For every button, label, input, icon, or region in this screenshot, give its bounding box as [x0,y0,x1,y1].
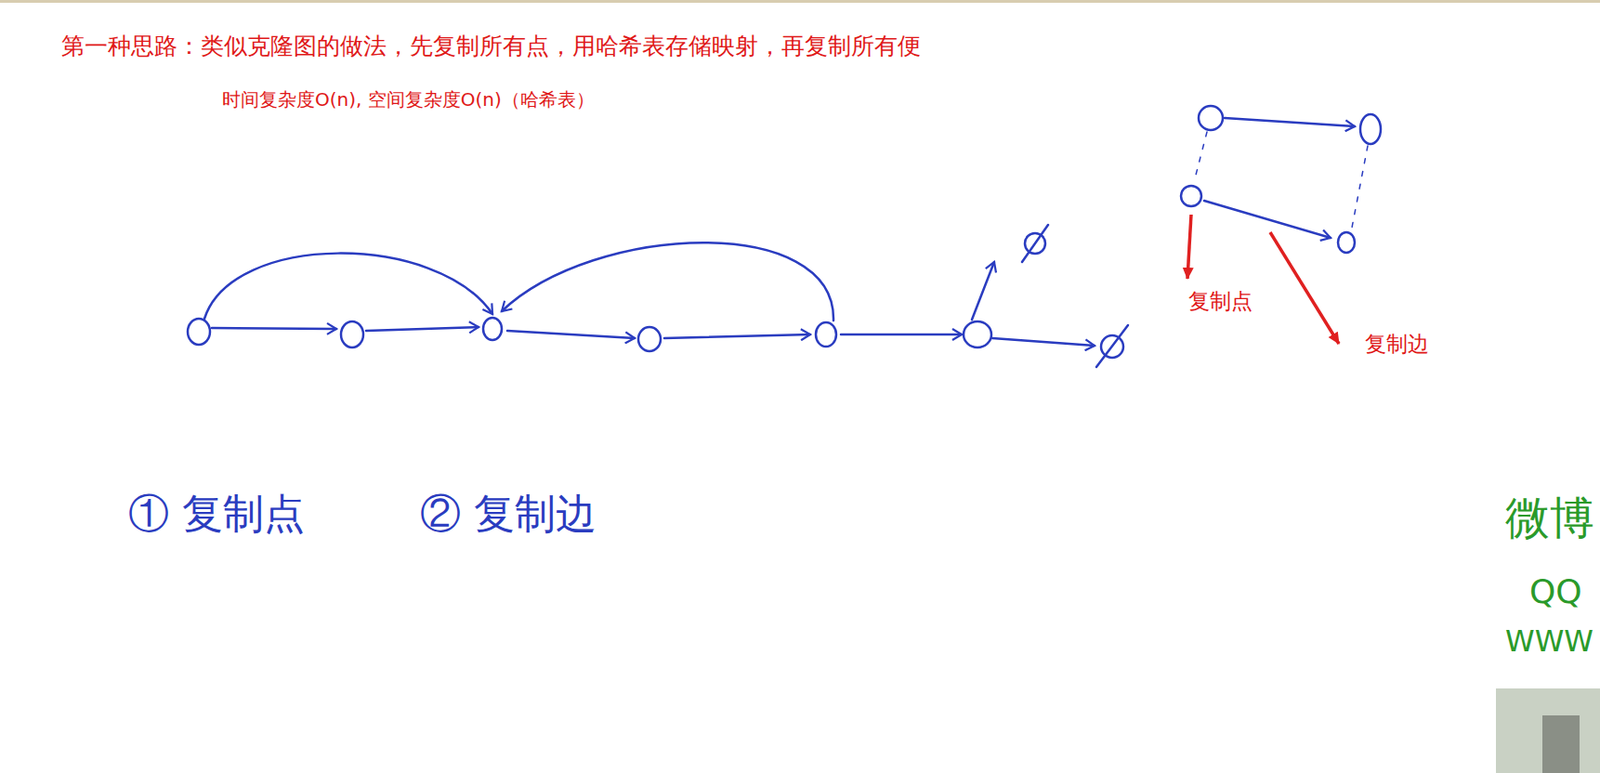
watermark: 微博 [1505,492,1595,544]
watermark: WWW [1505,624,1594,659]
speaker-photo [1495,688,1600,773]
arrow-label: 复制点 [1188,288,1253,314]
arrow-label: 复制边 [1364,331,1430,356]
top-rule [0,0,1600,3]
handwritten-step: ① 复制点 [128,490,305,538]
list-drawing [187,105,1381,368]
red-pointers [1187,214,1339,344]
handwritten-step: ② 复制边 [419,490,597,538]
slide-title: 第一种思路：类似克隆图的做法，先复制所有点，用哈希表存储映射，再复制所有便 [61,33,921,61]
speaker-photo [1542,715,1580,773]
complexity-note: 时间复杂度O(n), 空间复杂度O(n)（哈希表） [222,89,595,111]
watermark: QQ [1529,572,1583,611]
